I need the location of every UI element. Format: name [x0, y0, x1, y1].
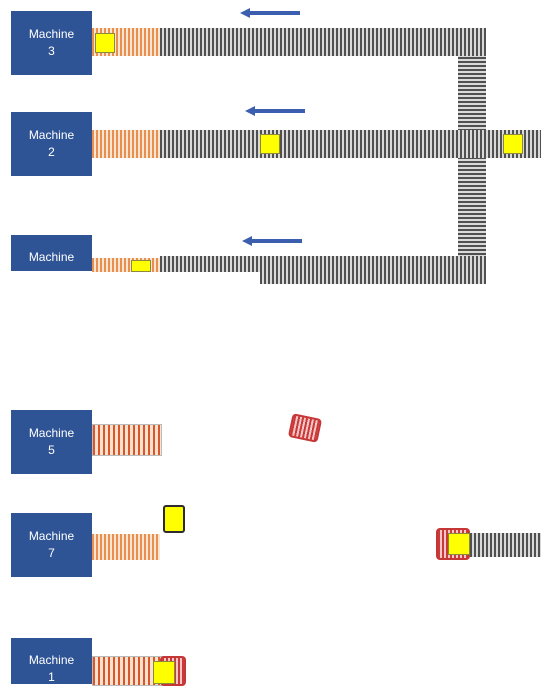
machine-3-top: Machine 3 [11, 11, 92, 75]
yellow-box-icon [163, 505, 185, 533]
yellow-box-icon [260, 134, 280, 154]
accumulation-belt-5 [92, 424, 162, 456]
conveyor-belt-2 [160, 130, 541, 158]
machine-number: 7 [48, 546, 55, 560]
machine-1-top: Machine [11, 235, 92, 271]
machine-label: Machine [28, 653, 75, 667]
machine-7: Machine 7 [11, 513, 92, 577]
yellow-box-icon [95, 33, 115, 53]
machine-number: 3 [48, 44, 55, 58]
yellow-box-icon [131, 260, 151, 272]
conveyor-belt-1 [160, 256, 486, 284]
machine-number: 5 [48, 443, 55, 457]
machine-number: 1 [48, 670, 55, 684]
machine-1: Machine 1 [11, 638, 92, 684]
machine-label: Machine [28, 529, 75, 543]
arrow-left-icon [240, 8, 300, 18]
yellow-box-icon [503, 134, 523, 154]
crop-mask [90, 272, 260, 286]
conveyor-belt-3 [160, 28, 486, 56]
arrow-left-icon [245, 106, 305, 116]
machine-label: Machine [28, 250, 75, 264]
machine-label: Machine [28, 27, 75, 41]
machine-5: Machine 5 [11, 410, 92, 474]
accumulation-belt-7 [92, 534, 160, 560]
red-cart-icon [287, 413, 323, 443]
arrow-left-icon [242, 236, 302, 246]
yellow-box-icon [448, 533, 470, 555]
machine-number: 2 [48, 145, 55, 159]
machine-label: Machine [28, 128, 75, 142]
incoming-conveyor [458, 533, 541, 557]
yellow-box-icon [153, 661, 175, 684]
machine-label: Machine [28, 426, 75, 440]
machine-2-top: Machine 2 [11, 112, 92, 176]
accumulation-belt-2 [92, 130, 160, 158]
